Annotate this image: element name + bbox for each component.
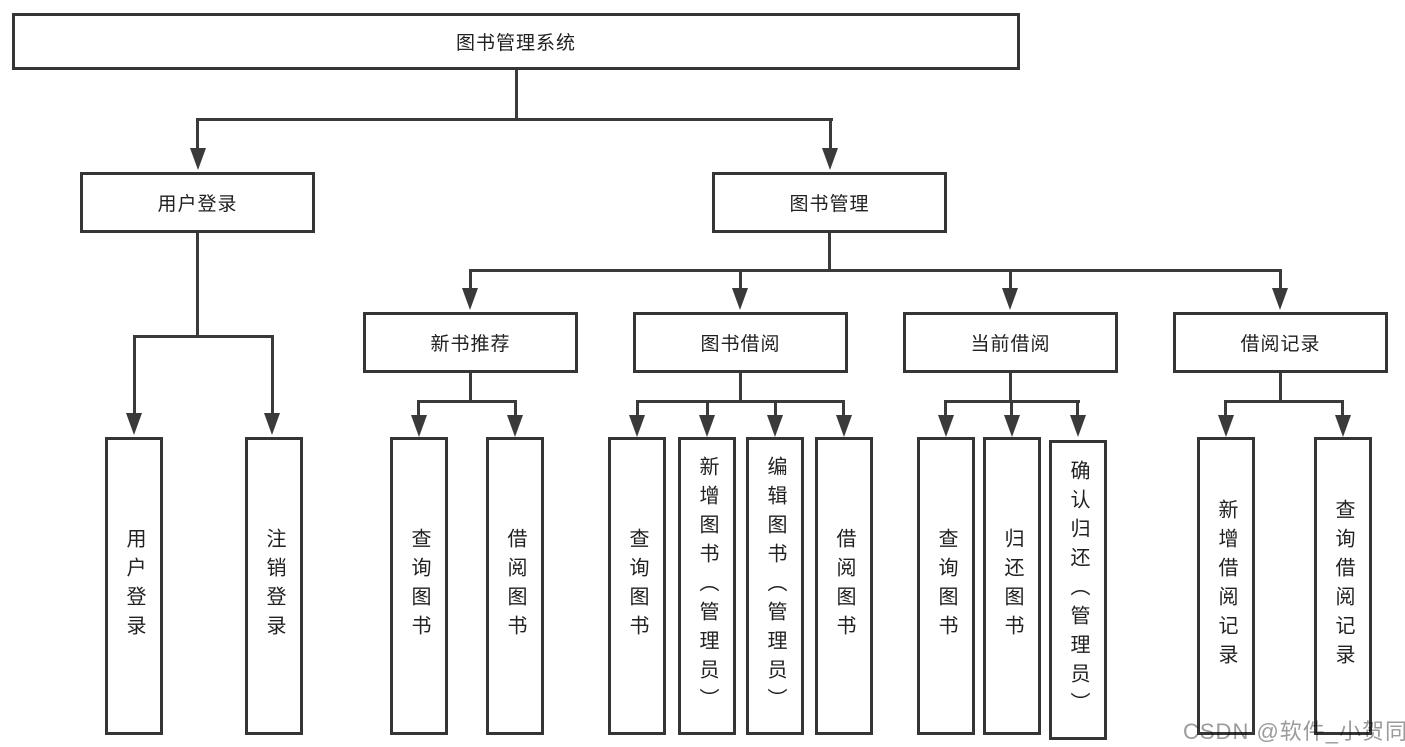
node-book-borrowing-label: 图书借阅 <box>700 334 781 355</box>
connector-line <box>842 400 845 417</box>
arrow-down-icon <box>1218 415 1234 437</box>
node-book-management: 图书管理 <box>712 172 947 233</box>
node-root: 图书管理系统 <box>12 13 1020 70</box>
connector-line <box>271 335 274 415</box>
connector-line <box>739 269 742 290</box>
leaf-current-query-books: 查询图书 <box>917 437 975 735</box>
csdn-watermark: CSDN @软件_小贺同学 <box>1183 719 1405 744</box>
leaf-recommend-query-books: 查询图书 <box>390 437 448 735</box>
leaf-records-query-record: 查询借阅记录 <box>1314 437 1372 735</box>
connector-line <box>774 400 777 417</box>
leaf-borrowing-borrow-books: 借阅图书 <box>815 437 873 735</box>
leaf-logout-label: 注销登录 <box>263 528 285 644</box>
arrow-down-icon <box>836 415 852 437</box>
connector-line <box>1009 269 1012 290</box>
leaf-borrowing-edit-books-admin: 编辑图书（管理员） <box>746 437 804 735</box>
connector-line <box>417 400 517 403</box>
leaf-borrowing-borrow-books-label: 借阅图书 <box>833 528 855 644</box>
connector-line <box>944 400 947 417</box>
leaf-recommend-borrow-books-label: 借阅图书 <box>504 528 526 644</box>
arrow-down-icon <box>1335 415 1351 437</box>
connector-line <box>133 335 136 415</box>
node-borrowing-records-label: 借阅记录 <box>1240 334 1321 355</box>
node-current-borrowing: 当前借阅 <box>903 312 1118 373</box>
leaf-borrowing-add-books-admin-label: 新增图书（管理员） <box>696 455 718 717</box>
connector-line <box>515 68 518 121</box>
arrow-down-icon <box>126 413 142 435</box>
leaf-records-add-record-label: 新增借阅记录 <box>1215 499 1237 673</box>
connector-line <box>1279 269 1282 290</box>
connector-line <box>417 400 420 417</box>
leaf-current-query-books-label: 查询图书 <box>935 528 957 644</box>
arrow-down-icon <box>732 288 748 310</box>
connector-line <box>1076 400 1079 417</box>
connector-line <box>829 118 832 150</box>
arrow-down-icon <box>767 415 783 437</box>
arrow-down-icon <box>822 148 838 170</box>
leaf-recommend-borrow-books: 借阅图书 <box>486 437 544 735</box>
connector-line <box>739 371 742 403</box>
node-new-book-recommend-label: 新书推荐 <box>430 334 511 355</box>
leaf-current-confirm-return-admin-label: 确认归还（管理员） <box>1067 459 1089 721</box>
connector-line <box>196 231 199 338</box>
leaf-records-query-record-label: 查询借阅记录 <box>1332 499 1354 673</box>
node-current-borrowing-label: 当前借阅 <box>970 334 1051 355</box>
leaf-borrowing-query-books-label: 查询图书 <box>626 528 648 644</box>
arrow-down-icon <box>699 415 715 437</box>
node-user-login: 用户登录 <box>80 172 315 233</box>
arrow-down-icon <box>264 413 280 435</box>
connector-line <box>469 371 472 403</box>
connector-line <box>1341 400 1344 417</box>
leaf-borrowing-add-books-admin: 新增图书（管理员） <box>678 437 736 735</box>
leaf-user-login-label: 用户登录 <box>123 528 145 644</box>
connector-line <box>1279 371 1282 403</box>
leaf-logout: 注销登录 <box>245 437 303 735</box>
node-book-borrowing: 图书借阅 <box>633 312 848 373</box>
arrow-down-icon <box>1272 288 1288 310</box>
arrow-down-icon <box>1070 415 1086 437</box>
connector-line <box>133 335 274 338</box>
arrow-down-icon <box>411 415 427 437</box>
connector-line <box>469 269 472 290</box>
connector-line <box>469 269 1282 272</box>
connector-line <box>514 400 517 417</box>
leaf-current-confirm-return-admin: 确认归还（管理员） <box>1049 440 1107 740</box>
node-root-label: 图书管理系统 <box>455 33 576 54</box>
arrow-down-icon <box>629 415 645 437</box>
connector-line <box>1010 400 1013 417</box>
connector-line <box>706 400 709 417</box>
arrow-down-icon <box>190 148 206 170</box>
connector-line <box>636 400 845 403</box>
leaf-records-add-record: 新增借阅记录 <box>1197 437 1255 735</box>
arrow-down-icon <box>462 288 478 310</box>
arrow-down-icon <box>1002 288 1018 310</box>
connector-line <box>196 118 833 121</box>
leaf-user-login: 用户登录 <box>105 437 163 735</box>
leaf-borrowing-edit-books-admin-label: 编辑图书（管理员） <box>764 455 786 717</box>
leaf-borrowing-query-books: 查询图书 <box>608 437 666 735</box>
arrow-down-icon <box>1004 415 1020 437</box>
connector-line <box>636 400 639 417</box>
connector-line <box>1009 371 1012 403</box>
arrow-down-icon <box>938 415 954 437</box>
leaf-current-return-books-label: 归还图书 <box>1001 528 1023 644</box>
arrow-down-icon <box>507 415 523 437</box>
node-new-book-recommend: 新书推荐 <box>363 312 578 373</box>
connector-line <box>1224 400 1344 403</box>
node-borrowing-records: 借阅记录 <box>1173 312 1388 373</box>
connector-line <box>1224 400 1227 417</box>
node-book-management-label: 图书管理 <box>789 194 870 215</box>
connector-line <box>196 118 199 150</box>
leaf-recommend-query-books-label: 查询图书 <box>408 528 430 644</box>
node-user-login-label: 用户登录 <box>157 194 238 215</box>
connector-line <box>828 231 831 271</box>
leaf-current-return-books: 归还图书 <box>983 437 1041 735</box>
